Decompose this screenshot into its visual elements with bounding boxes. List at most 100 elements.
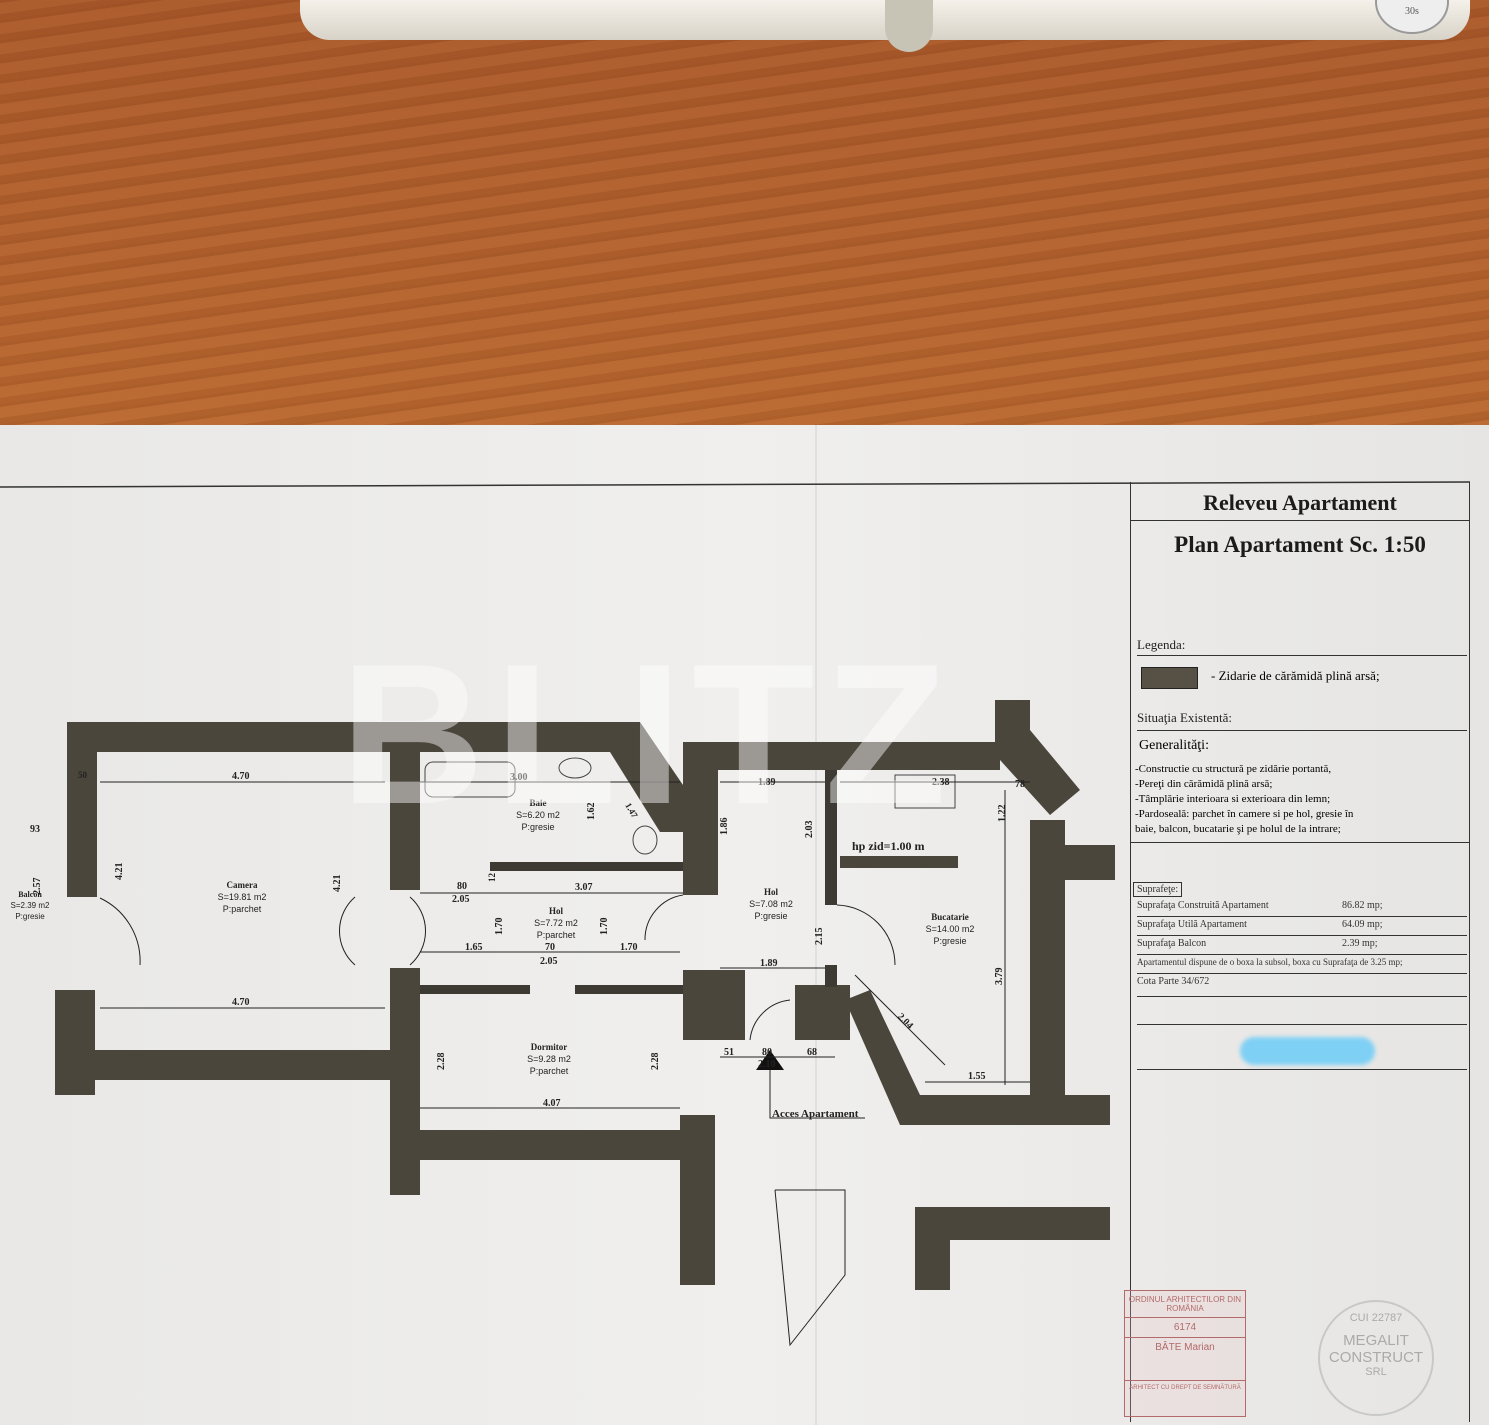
room-baie: Baie S=6.20 m2 P:gresie: [516, 798, 560, 832]
paper-fold: [815, 425, 817, 1425]
svg-text:50: 50: [78, 770, 88, 780]
svg-text:S=7.72 m2: S=7.72 m2: [534, 918, 578, 928]
legend-heading: Legenda:: [1137, 637, 1467, 656]
svg-text:93: 93: [30, 824, 40, 835]
svg-text:2.04: 2.04: [895, 1011, 915, 1031]
walls: [55, 700, 1115, 1290]
title-block: Releveu Apartament Plan Apartament Sc. 1…: [1130, 482, 1470, 1422]
wall-entry-block-left: [683, 970, 745, 1040]
room-dormitor: Dormitor S=9.28 m2 P:parchet: [527, 1042, 571, 1076]
svg-text:2.05: 2.05: [540, 956, 558, 967]
svg-text:Hol: Hol: [549, 906, 564, 916]
wall-camera-right-upper: [390, 722, 420, 890]
svg-text:S=2.39 m2: S=2.39 m2: [11, 901, 50, 910]
sheet-border: [0, 481, 1471, 488]
share-note: Cota Parte 34/672: [1137, 976, 1467, 997]
bathtub-icon: [424, 761, 516, 798]
wall-hol-dormitor-left: [420, 985, 530, 994]
svg-text:3.07: 3.07: [575, 882, 593, 893]
svg-text:S=19.81 m2: S=19.81 m2: [218, 892, 267, 902]
svg-text:1.62: 1.62: [586, 803, 597, 821]
room-balcon: Balcon S=2.39 m2 P:gresie: [11, 890, 50, 921]
kitchen-sink-icon: [894, 774, 956, 809]
svg-text:Camera: Camera: [227, 880, 258, 890]
svg-text:P:gresie: P:gresie: [521, 822, 554, 832]
svg-text:4.07: 4.07: [543, 1098, 561, 1109]
svg-text:51: 51: [724, 1047, 734, 1058]
svg-text:2.28: 2.28: [650, 1053, 661, 1071]
svg-text:4.70: 4.70: [232, 771, 250, 782]
wall-lower-right-leg: [915, 1207, 950, 1290]
counter-wall: [840, 856, 958, 868]
door-swing-kitchen: [836, 904, 896, 966]
wall-top-left: [67, 722, 640, 752]
situation-heading: Situaţia Existentă:: [1137, 710, 1467, 731]
room-hol-intrare: Hol S=7.08 m2 P:gresie: [749, 887, 793, 921]
door-swing-balcony: [99, 897, 141, 966]
entrance-arrow-icon: [756, 1050, 784, 1070]
svg-text:2.03: 2.03: [804, 821, 815, 839]
svg-text:S=14.00 m2: S=14.00 m2: [926, 924, 975, 934]
svg-text:P:gresie: P:gresie: [933, 936, 966, 946]
fixtures: [99, 757, 956, 1347]
svg-text:4.70: 4.70: [232, 997, 250, 1008]
svg-text:1.22: 1.22: [997, 805, 1008, 823]
surfaces-heading: Suprafeţe:: [1133, 882, 1183, 897]
wall-hol-dormitor-right: [575, 985, 683, 994]
svg-text:1.55: 1.55: [968, 1071, 986, 1082]
svg-text:Hol: Hol: [764, 887, 779, 897]
floor-plan-paper: [0, 425, 1489, 1425]
svg-text:1.89: 1.89: [760, 958, 778, 969]
door-swing-entrance: [749, 999, 791, 1041]
counter-wall-label: hp zid=1.00 m: [852, 839, 925, 853]
wall-hol-kitchen: [825, 770, 837, 905]
room-hol: Hol S=7.72 m2 P:parchet: [534, 906, 578, 940]
svg-text:80: 80: [457, 881, 467, 892]
wall-kitchen-bottom: [845, 990, 1110, 1125]
wall-entry-block-right: [795, 985, 850, 1040]
wall-baie-hol: [490, 862, 683, 871]
title: Releveu Apartament: [1203, 490, 1397, 515]
svg-text:1.70: 1.70: [620, 942, 638, 953]
svg-text:S=9.28 m2: S=9.28 m2: [527, 1054, 571, 1064]
svg-text:3.00: 3.00: [510, 772, 528, 783]
svg-text:Balcon: Balcon: [18, 890, 42, 899]
svg-text:Bucatarie: Bucatarie: [931, 912, 969, 922]
svg-text:2.57: 2.57: [32, 878, 43, 896]
svg-text:P:parchet: P:parchet: [537, 930, 576, 940]
svg-text:P:parchet: P:parchet: [530, 1066, 569, 1076]
wall-entry-top: [683, 742, 1000, 770]
wall-camera-left-upper: [67, 722, 97, 897]
subtitle: Plan Apartament Sc. 1:50: [1174, 532, 1426, 557]
architect-stamp: ORDINUL ARHITECTILOR DIN ROMÂNIA 6174 BÂ…: [1124, 1290, 1246, 1417]
svg-text:4.21: 4.21: [332, 875, 343, 893]
sink-icon: [558, 757, 592, 779]
svg-text:4.21: 4.21: [114, 863, 125, 881]
svg-text:Dormitor: Dormitor: [531, 1042, 567, 1052]
svg-text:68: 68: [807, 1047, 817, 1058]
entrance-label: Acces Apartament: [772, 1108, 859, 1120]
door-swing-camera: [338, 896, 427, 966]
svg-text:3.79: 3.79: [994, 968, 1005, 986]
svg-text:P:gresie: P:gresie: [754, 911, 787, 921]
dimension-labels: 4.70 4.70 4.21 4.21 3.00 1.62 1.47 3.07 …: [30, 770, 1025, 1109]
dimension-lines: [100, 781, 1030, 1109]
wall-kitchen-ext: [1030, 845, 1115, 880]
general-heading: Generalităţi:: [1139, 738, 1209, 753]
room-bucatarie: Bucatarie S=14.00 m2 P:gresie: [926, 912, 975, 946]
svg-text:1.70: 1.70: [599, 918, 610, 936]
wall-hol-kitchen-low: [825, 965, 837, 987]
company-seal: CUI 22787 MEGALIT CONSTRUCT SRL: [1318, 1300, 1434, 1416]
svg-text:70: 70: [545, 942, 555, 953]
storage-note: Apartamentul dispune de o boxa la subsol…: [1137, 957, 1467, 974]
svg-text:1.70: 1.70: [494, 918, 505, 936]
wall-dormitor-bottom: [390, 1130, 715, 1160]
door-swing-hol: [644, 894, 684, 941]
stair-outline: [774, 1189, 846, 1347]
svg-text:2.15: 2.15: [814, 928, 825, 946]
svg-text:P:gresie: P:gresie: [15, 912, 45, 921]
